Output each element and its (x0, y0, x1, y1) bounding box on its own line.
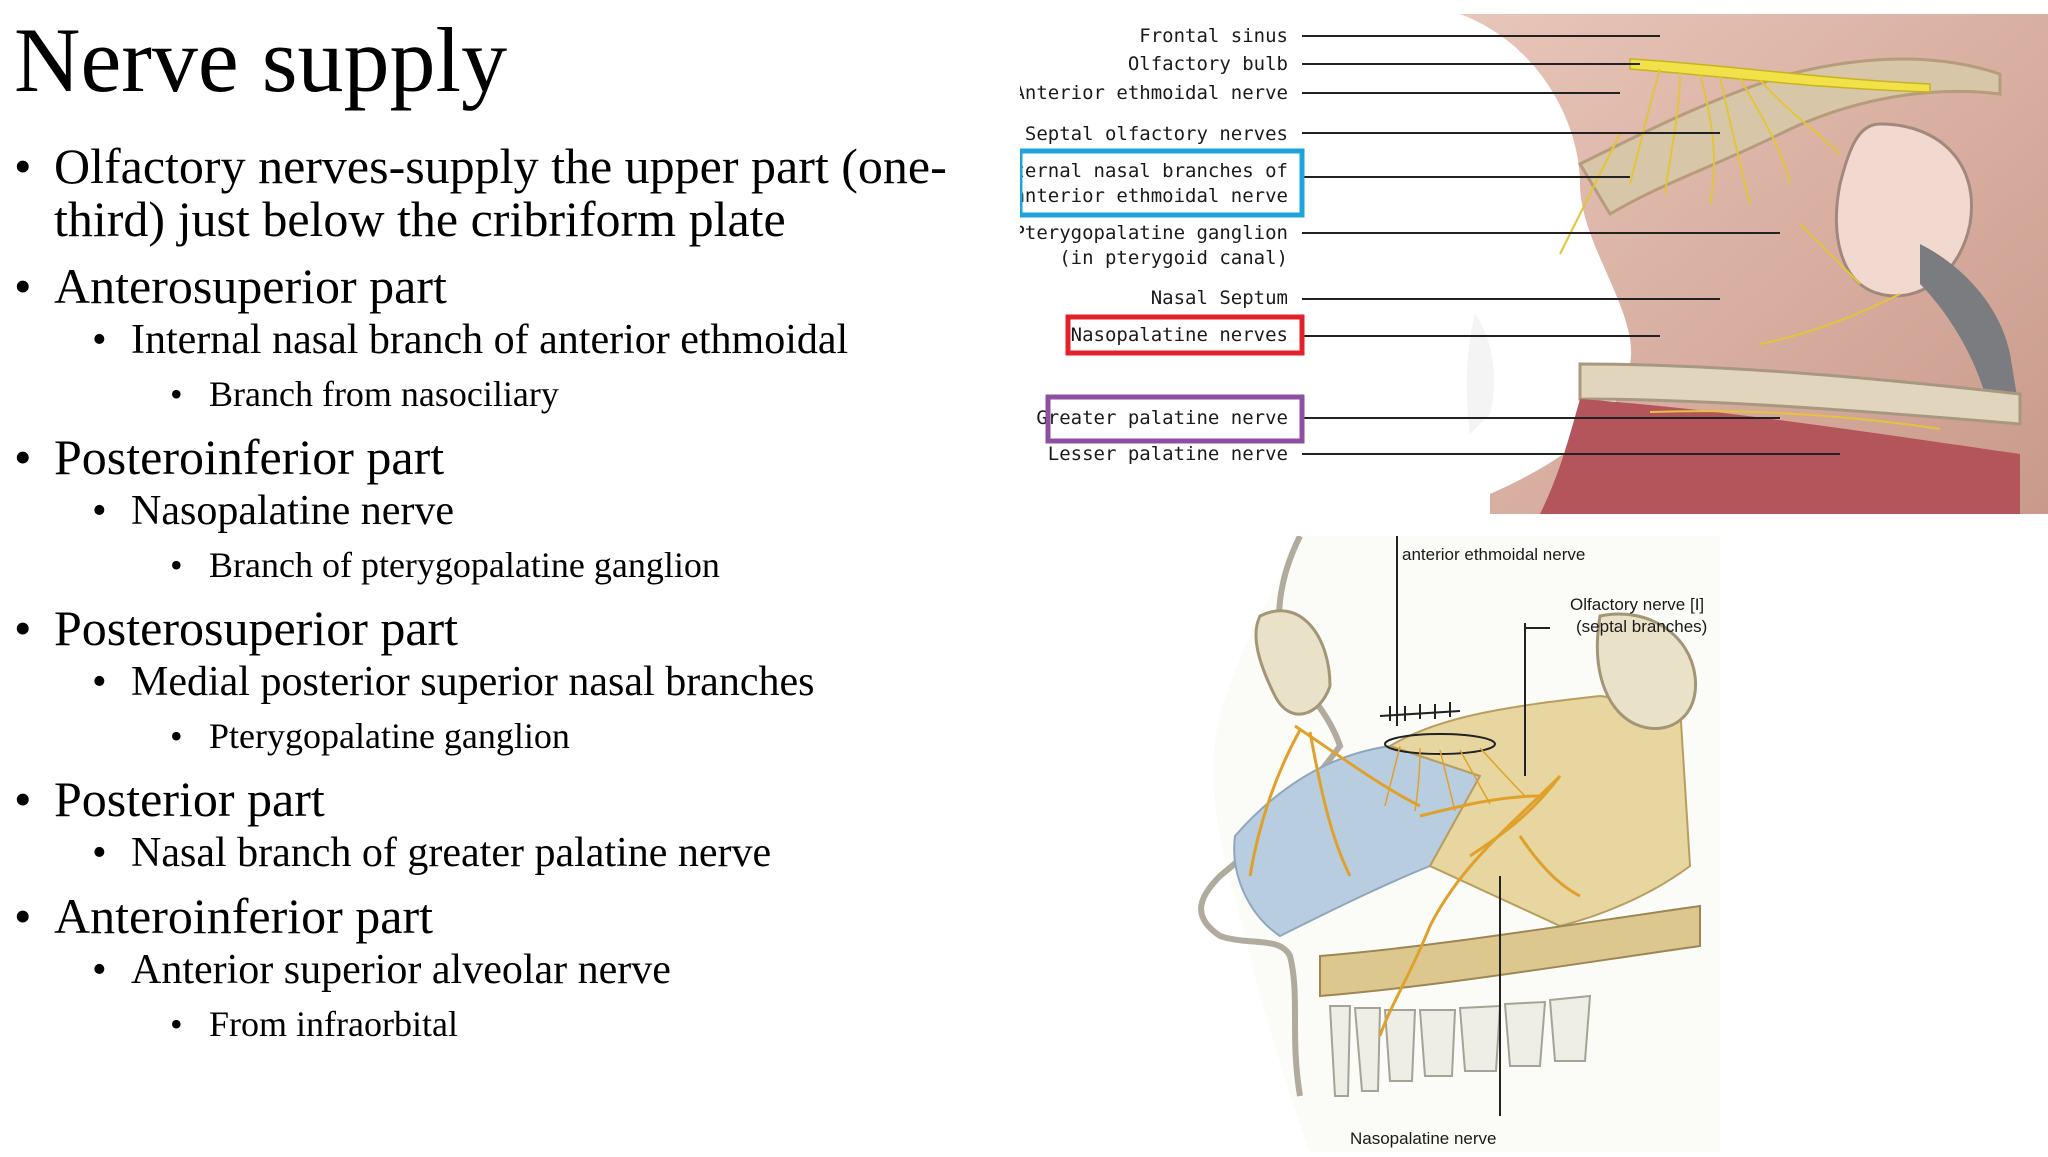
bullet-item: • Olfactory nerves-supply the upper part… (14, 140, 1004, 246)
hard-palate (1578, 362, 2022, 426)
bullet-text: Anterosuperior part (54, 258, 447, 314)
label-nasal-septum: Nasal Septum (1151, 287, 1288, 309)
bullet-item: • Anteroinferior part (14, 890, 1004, 943)
nasal-cavity-svg: anterior ethmoidal nerve Olfactory nerve… (1198, 534, 1720, 1152)
sub-sub-bullet-item: • Branch from nasociliary (14, 367, 1004, 421)
sub-bullet-item: • Internal nasal branch of anterior ethm… (14, 313, 1004, 367)
leader-lines (1396, 536, 1550, 1116)
label-olfactory-bulb: Olfactory bulb (1128, 53, 1288, 75)
label-pterygopalatine-ganglion: Pterygopalatine ganglion (1020, 222, 1288, 244)
label-septal-olfactory-nerves: Septal olfactory nerves (1025, 123, 1288, 145)
label-internal-nasal-branches-1: Internal nasal branches of (1020, 160, 1288, 182)
frontal-sinus (1254, 609, 1332, 716)
sub-bullet-text: Nasopalatine nerve (131, 488, 455, 534)
teeth (1328, 994, 1592, 1097)
bullet-dot: • (170, 545, 183, 585)
bullet-text: Posteroinferior part (54, 429, 445, 485)
highlight-box-red (1065, 314, 1305, 356)
bullet-dot: • (14, 258, 32, 314)
nerve-branches (1248, 724, 1581, 1037)
nostril (1466, 314, 1495, 434)
bullet-dot: • (14, 600, 32, 656)
bullet-dot: • (14, 429, 32, 485)
sub-bullet-item: • Medial posterior superior nasal branch… (14, 655, 1004, 709)
hard-palate (1319, 904, 1701, 998)
oral-cavity (1540, 399, 2020, 514)
label-frontal-sinus: Frontal sinus (1139, 25, 1288, 47)
bullet-dot: • (14, 888, 32, 944)
nasal-septum-svg: Frontal sinus Olfactory bulb Anterior et… (991, 14, 2048, 514)
label-pterygoid-canal: (in pterygoid canal) (1059, 247, 1288, 269)
sub-sub-bullet-text: Pterygopalatine ganglion (209, 716, 570, 756)
label-group: anterior ethmoidal nerve Olfactory nerve… (1350, 545, 1707, 1148)
bullet-item: • Posterior part (14, 773, 1004, 826)
septal-cartilage (1233, 744, 1482, 938)
label-lesser-palatine-nerve: Lesser palatine nerve (1048, 443, 1288, 465)
sub-sub-bullet-item: • Branch of pterygopalatine ganglion (14, 538, 1004, 592)
nerve-fibers (1559, 68, 1941, 430)
slide-title: Nerve supply (14, 9, 508, 111)
sub-bullet-item: • Anterior superior alveolar nerve (14, 943, 1004, 997)
sphenoid-sinus (1834, 122, 1973, 298)
bullet-dot: • (170, 716, 183, 756)
sub-bullet-text: Nasal branch of greater palatine nerve (131, 830, 772, 876)
label-anterior-ethmoidal-nerve: anterior ethmoidal nerve (1402, 545, 1585, 564)
sub-sub-bullet-item: • Pterygopalatine ganglion (14, 709, 1004, 763)
sub-bullet-text: Anterior superior alveolar nerve (131, 947, 671, 993)
bullet-dot: • (92, 830, 107, 876)
label-group: Frontal sinus Olfactory bulb Anterior et… (991, 25, 1288, 465)
bullet-list: • Olfactory nerves-supply the upper part… (14, 140, 1004, 1051)
highlight-box-purple (1045, 394, 1305, 444)
label-greater-palatine-nerve: Greater palatine nerve (1036, 407, 1288, 429)
label-internal-nasal-branches-2: anterior ethmoidal nerve (1020, 185, 1288, 207)
label-olfactory-nerve: Olfactory nerve [I] (1570, 595, 1704, 614)
label-nasopalatine-nerves: Nasopalatine nerves (1071, 324, 1288, 346)
label-septal-branches: (septal branches) (1576, 617, 1707, 636)
sub-bullet-item: • Nasal branch of greater palatine nerve (14, 826, 1004, 880)
nasal-septum-illustration: Frontal sinus Olfactory bulb Anterior et… (991, 14, 2048, 514)
bullet-item: • Anterosuperior part (14, 260, 1004, 313)
bullet-item: • Posterosuperior part (14, 602, 1004, 655)
sub-sub-bullet-text: Branch from nasociliary (209, 374, 559, 414)
sphenoid-sinus (1595, 612, 1698, 731)
bullet-dot: • (14, 138, 32, 194)
bullet-dot: • (92, 317, 107, 363)
bullet-text: Posterior part (54, 771, 325, 827)
bullet-text: Olfactory nerves-supply the upper part (… (54, 138, 947, 247)
bullet-text: Anteroinferior part (54, 888, 434, 944)
olfactory-region-outline (1384, 733, 1496, 755)
label-anterior-ethmoidal-nerve: Anterior ethmoidal nerve (1020, 82, 1288, 104)
label-nasopalatine-nerve: Nasopalatine nerve (1350, 1129, 1496, 1148)
bullet-dot: • (92, 947, 107, 993)
olfactory-bulb (1629, 58, 1931, 93)
bullet-dot: • (92, 488, 107, 534)
leader-lines (1302, 35, 1840, 455)
olfactory-fibers (1384, 745, 1526, 812)
sub-bullet-text: Medial posterior superior nasal branches (131, 659, 815, 705)
highlight-box-blue (1017, 148, 1305, 218)
nasal-cavity-illustration: anterior ethmoidal nerve Olfactory nerve… (1180, 534, 1720, 1152)
bullet-text: Posterosuperior part (54, 600, 459, 656)
bullet-dot: • (14, 771, 32, 827)
sub-bullet-item: • Nasopalatine nerve (14, 484, 1004, 538)
cribriform-region (1577, 57, 2002, 217)
sub-bullet-text: Internal nasal branch of anterior ethmoi… (131, 317, 849, 363)
cribriform-plate (1379, 702, 1461, 721)
bullet-dot: • (170, 374, 183, 414)
pharynx (1920, 244, 2020, 414)
sub-sub-bullet-text: Branch of pterygopalatine ganglion (209, 545, 720, 585)
sub-sub-bullet-item: • From infraorbital (14, 997, 1004, 1051)
sub-sub-bullet-text: From infraorbital (209, 1004, 458, 1044)
bullet-dot: • (92, 659, 107, 705)
bullet-dot: • (170, 1004, 183, 1044)
bullet-item: • Posteroinferior part (14, 431, 1004, 484)
